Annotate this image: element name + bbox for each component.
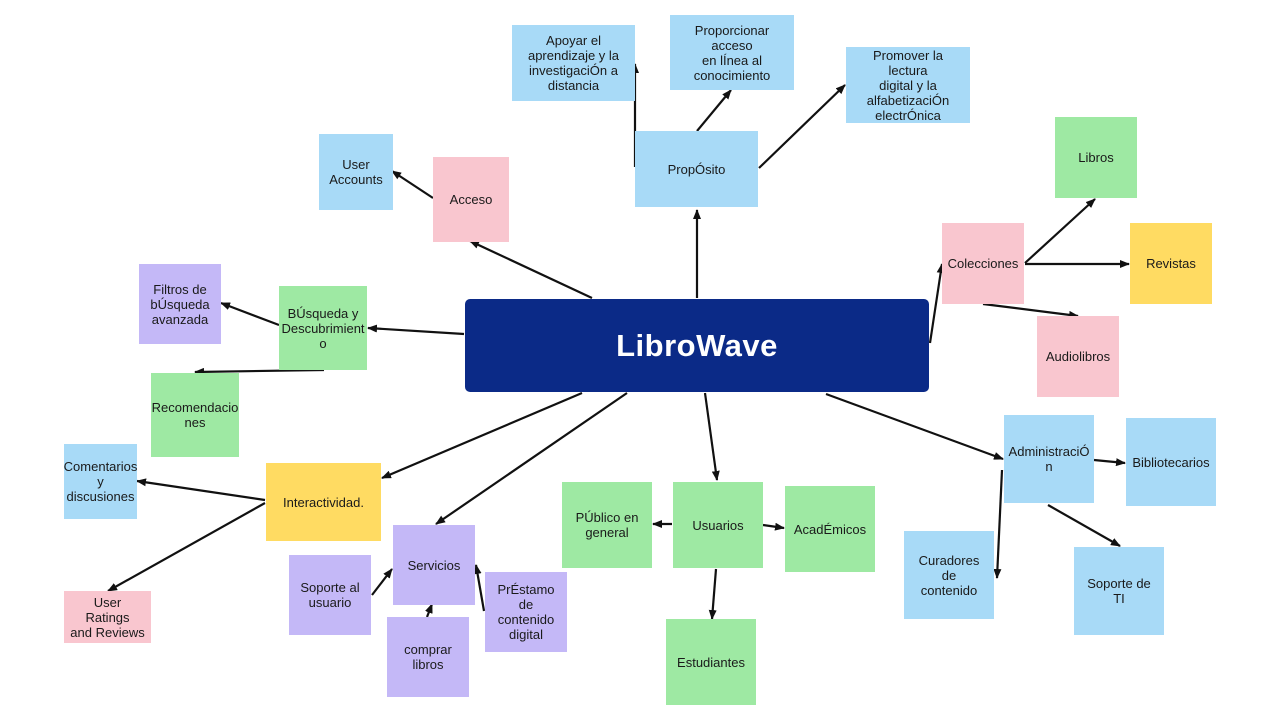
arrow-to-comentarios: [136, 478, 266, 502]
arrow-to-promover: [758, 84, 846, 169]
node-servicios: Servicios: [393, 525, 475, 605]
node-ratings: User Ratings and Reviews: [64, 591, 151, 643]
arrow-to-proporcionar: [696, 89, 732, 132]
arrow-to-prestamo: [473, 564, 486, 612]
node-publico: PÚblico en general: [562, 482, 652, 568]
node-soporte-usuario: Soporte al usuario: [289, 555, 371, 635]
node-bibliotecarios: Bibliotecarios: [1126, 418, 1216, 506]
arrow-to-estudiantes: [708, 568, 718, 620]
arrow-to-soporte-usuario: [371, 568, 393, 596]
node-estudiantes: Estudiantes: [666, 619, 756, 705]
node-prestamo: PrÉstamo de contenido digital: [485, 572, 567, 652]
node-curadores: Curadores de contenido: [904, 531, 994, 619]
node-busqueda: BÚsqueda y Descubrimient o: [279, 286, 367, 370]
node-promover: Promover la lectura digital y la alfabet…: [846, 47, 970, 123]
arrow-to-bibliotecarios: [1093, 458, 1126, 467]
node-acceso: Acceso: [433, 157, 509, 242]
node-audiolibros: Audiolibros: [1037, 316, 1119, 397]
arrow-to-colecciones: [928, 263, 945, 344]
node-proporcionar: Proporcionar acceso en lÍnea al conocimi…: [670, 15, 794, 90]
node-academicos: AcadÉmicos: [785, 486, 875, 572]
arrow-to-academicos: [762, 522, 785, 531]
arrow-to-user-accounts: [391, 170, 434, 199]
node-usuarios: Usuarios: [673, 482, 763, 568]
node-user-accounts: User Accounts: [319, 134, 393, 210]
arrow-to-filtros: [220, 301, 280, 327]
node-interactividad: Interactividad.: [266, 463, 381, 541]
node-recomendaciones: Recomendacio nes: [151, 373, 239, 457]
node-revistas: Revistas: [1130, 223, 1212, 304]
node-comprar: comprar libros: [387, 617, 469, 697]
arrow-to-usuarios: [703, 392, 720, 481]
node-libros: Libros: [1055, 117, 1137, 198]
node-colecciones: Colecciones: [942, 223, 1024, 304]
arrow-to-audiolibros: [982, 302, 1079, 319]
node-filtros: Filtros de bÚsqueda avanzada: [139, 264, 221, 344]
arrow-to-busqueda: [367, 324, 465, 336]
arrow-to-libros: [1024, 198, 1096, 264]
node-apoyar: Apoyar el aprendizaje y la investigaciÓn…: [512, 25, 635, 101]
node-proposito: PropÓsito: [635, 131, 758, 207]
node-administracion: AdministraciÓ n: [1004, 415, 1094, 503]
arrow-to-interactividad: [381, 391, 583, 480]
arrow-to-comprar: [425, 603, 434, 618]
node-soporte-ti: Soporte de TI: [1074, 547, 1164, 635]
arrow-to-acceso: [469, 240, 593, 299]
central-node: LibroWave: [465, 299, 929, 392]
arrow-to-soporte-ti: [1047, 504, 1121, 547]
arrow-to-recomendaciones: [194, 367, 325, 376]
arrow-to-administracion: [825, 392, 1004, 461]
arrow-to-curadores: [993, 469, 1004, 579]
node-comentarios: Comentarios y discusiones: [64, 444, 137, 519]
